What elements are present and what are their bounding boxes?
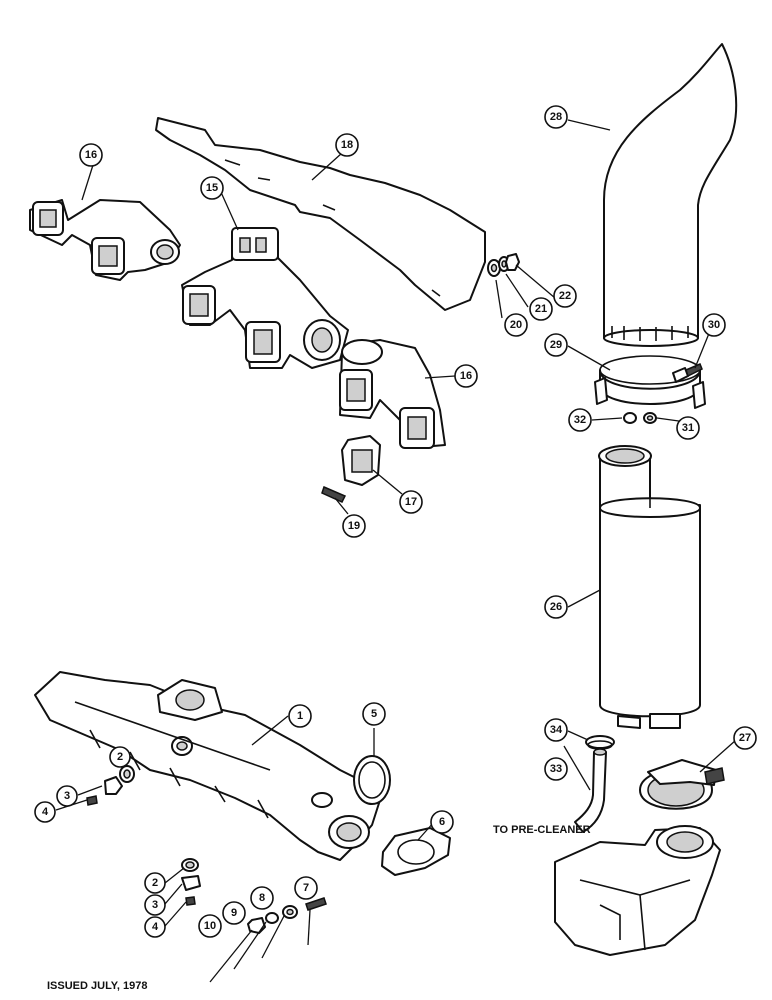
svg-text:21: 21 <box>535 303 547 315</box>
svg-text:33: 33 <box>550 763 562 775</box>
callout-4-lower: 4 <box>144 916 166 938</box>
callout-27: 27 <box>733 726 757 750</box>
callout-2-lower: 2 <box>144 872 166 894</box>
callout-10: 10 <box>198 914 222 938</box>
callout-3-lower: 3 <box>144 894 166 916</box>
svg-text:9: 9 <box>231 907 237 919</box>
svg-text:3: 3 <box>64 790 70 802</box>
svg-text:22: 22 <box>559 290 571 302</box>
sealing-ring <box>353 755 391 805</box>
callout-3-upper: 3 <box>56 785 78 807</box>
svg-text:17: 17 <box>405 496 417 508</box>
callout-2-upper: 2 <box>109 746 131 768</box>
svg-text:4: 4 <box>42 806 49 818</box>
svg-text:34: 34 <box>550 724 563 736</box>
svg-text:2: 2 <box>152 877 158 889</box>
callout-7: 7 <box>294 876 318 900</box>
manifold-gasket <box>381 827 451 876</box>
callout-17: 17 <box>399 490 423 514</box>
muffler <box>598 445 701 729</box>
callout-6: 6 <box>430 810 454 834</box>
pre-cleaner-label: TO PRE-CLEANER <box>493 824 591 836</box>
svg-text:32: 32 <box>574 414 586 426</box>
callout-28: 28 <box>544 105 568 129</box>
callout-5: 5 <box>362 702 386 726</box>
svg-text:29: 29 <box>550 339 562 351</box>
callout-9: 9 <box>222 901 246 925</box>
callout-32: 32 <box>568 408 592 432</box>
svg-text:15: 15 <box>206 182 218 194</box>
callout-8: 8 <box>250 886 274 910</box>
gasket-small <box>341 435 381 486</box>
svg-text:1: 1 <box>297 710 303 722</box>
svg-text:4: 4 <box>152 921 159 933</box>
callout-15: 15 <box>200 176 224 200</box>
callout-29: 29 <box>544 333 568 357</box>
callout-30: 30 <box>702 313 726 337</box>
muffler-clamp <box>639 759 725 810</box>
svg-text:16: 16 <box>85 149 97 161</box>
svg-text:20: 20 <box>510 319 522 331</box>
callout-21: 21 <box>529 297 553 321</box>
svg-text:8: 8 <box>259 892 265 904</box>
stud <box>321 485 347 503</box>
svg-text:30: 30 <box>708 319 720 331</box>
callout-19: 19 <box>342 514 366 538</box>
stud-nut-set <box>247 897 327 934</box>
svg-text:31: 31 <box>682 422 694 434</box>
exhaust-stack <box>603 43 738 347</box>
pre-cleaner-elbow <box>554 825 721 956</box>
svg-text:6: 6 <box>439 816 445 828</box>
callout-33: 33 <box>544 757 568 781</box>
callout-4-upper: 4 <box>34 801 56 823</box>
callout-20: 20 <box>504 313 528 337</box>
intake-manifold <box>34 671 381 861</box>
manifold-section-center <box>181 227 349 369</box>
svg-text:16: 16 <box>460 370 472 382</box>
svg-text:2: 2 <box>117 751 123 763</box>
manifold-section-rear <box>29 199 181 281</box>
manifold-section-front <box>339 339 446 449</box>
svg-text:19: 19 <box>348 520 360 532</box>
hose-clamp <box>585 735 615 750</box>
callout-26: 26 <box>544 595 568 619</box>
svg-text:27: 27 <box>739 732 751 744</box>
callout-34: 34 <box>544 718 568 742</box>
heat-shield <box>155 117 486 311</box>
callout-31: 31 <box>676 416 700 440</box>
svg-text:7: 7 <box>303 882 309 894</box>
callout-22: 22 <box>553 284 577 308</box>
svg-text:26: 26 <box>550 601 562 613</box>
callout-16-rear: 16 <box>79 143 103 167</box>
callout-1: 1 <box>288 704 312 728</box>
svg-text:5: 5 <box>371 708 377 720</box>
washer-nut-set <box>487 253 520 277</box>
callout-18: 18 <box>335 133 359 157</box>
callout-16-front: 16 <box>454 364 478 388</box>
svg-text:28: 28 <box>550 111 562 123</box>
svg-text:18: 18 <box>341 139 353 151</box>
plug-set-upper <box>86 765 135 806</box>
hose <box>574 748 607 833</box>
clamp-nut-washer <box>623 412 657 424</box>
svg-text:10: 10 <box>204 920 216 932</box>
stack-clamp <box>594 355 706 409</box>
leader-lines <box>55 119 737 983</box>
plug-set-lower <box>181 858 201 906</box>
issued-date: ISSUED JULY, 1978 <box>47 980 147 992</box>
svg-text:3: 3 <box>152 899 158 911</box>
